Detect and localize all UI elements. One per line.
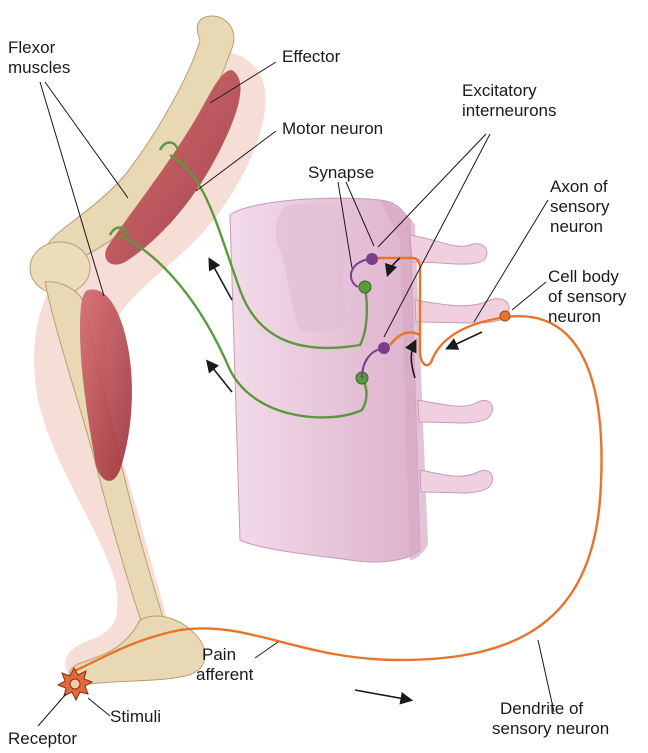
label-cell-body-line2: of sensory [548,287,627,306]
label-pain-afferent: Pain afferent [196,645,254,684]
leader-stimuli [88,698,110,716]
label-axon-line3: neuron [550,217,603,236]
label-interneurons-line2: interneurons [462,101,557,120]
leg [30,16,266,684]
nerve-root [418,400,493,423]
leader-receptor [38,694,66,726]
label-interneurons-line1: Excitatory [462,81,537,100]
label-receptor: Receptor [8,729,77,748]
label-dendrite-line1: Dendrite of [500,699,583,718]
label-effector: Effector [282,47,341,66]
motor-cell-body [359,281,371,293]
leader-cell-body [512,282,546,310]
label-axon-line2: sensory [550,197,610,216]
sensory-cell-body [500,311,510,321]
label-pain-line2: afferent [196,665,254,684]
label-pain-line1: Pain [202,645,236,664]
leader-interneuron-1 [378,134,486,247]
label-cell-body-of-sensory-neuron: Cell body of sensory neuron [548,267,631,326]
label-excitatory-interneurons: Excitatory interneurons [462,81,557,120]
interneuron-upper [366,253,378,265]
label-axon-line1: Axon of [550,177,608,196]
label-synapse: Synapse [308,163,374,182]
receptor-core [70,679,80,689]
nerve-root [420,470,493,493]
label-axon-of-sensory-neuron: Axon of sensory neuron [550,177,614,236]
spinal-cord [230,198,509,562]
label-cell-body-line1: Cell body [548,267,619,286]
label-dendrite-of-sensory-neuron: Dendrite of sensory neuron [492,699,609,738]
label-motor-neuron: Motor neuron [282,119,383,138]
label-flexor-muscles: Flexor muscles [8,38,70,77]
label-cell-body-line3: neuron [548,307,601,326]
nerve-root [410,235,487,264]
label-dendrite-line2: sensory neuron [492,719,609,738]
arrow-pain-afferent [355,690,410,700]
interneuron-lower [378,342,390,354]
label-flexor-line1: Flexor [8,38,56,57]
label-stimuli: Stimuli [110,707,161,726]
leader-axon [474,200,548,322]
leader-pain-afferent [255,642,278,658]
arrow-motor-upper [210,260,232,300]
label-flexor-line2: muscles [8,58,70,77]
